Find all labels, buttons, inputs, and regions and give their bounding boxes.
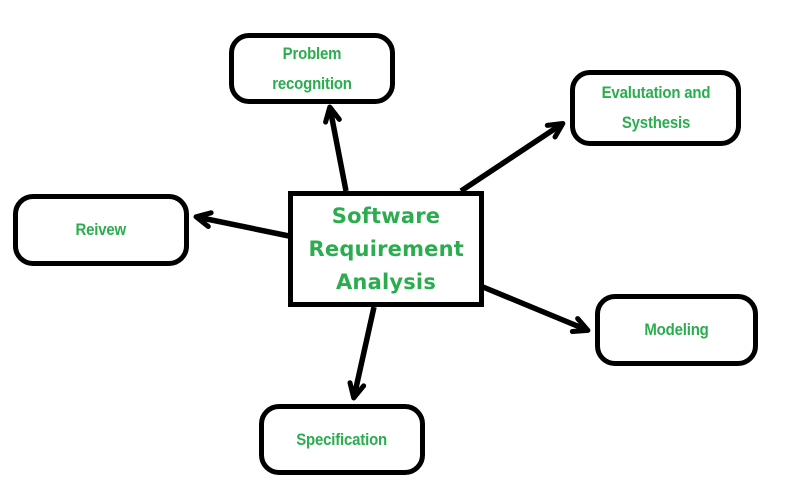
node-label-modeling: Modeling <box>644 320 709 339</box>
arrow-center-to-modeling <box>481 284 591 335</box>
node-label-specification: Specification <box>296 429 388 449</box>
node-software-requirement-analysis: Software Requirement Analysis <box>288 191 484 307</box>
node-modeling: Modeling <box>595 294 758 366</box>
node-label-problem-recognition: Problem recognition <box>272 43 352 93</box>
node-label-evaluation-and-synthesis: Evalutation and Systhesis <box>601 83 710 132</box>
node-label-review: Reivew <box>75 220 127 239</box>
node-problem-recognition: Problem recognition <box>229 33 395 104</box>
node-specification: Specification <box>259 404 425 475</box>
node-evaluation-and-synthesis: Evalutation and Systhesis <box>570 70 741 146</box>
node-review: Reivew <box>13 194 189 266</box>
arrow-center-to-specification <box>347 306 377 401</box>
arrow-center-to-evaluation <box>459 120 566 194</box>
arrow-center-to-problem-recognition <box>323 104 349 192</box>
node-label-software-requirement-analysis: Software Requirement Analysis <box>308 203 465 294</box>
arrow-center-to-review <box>193 210 290 239</box>
